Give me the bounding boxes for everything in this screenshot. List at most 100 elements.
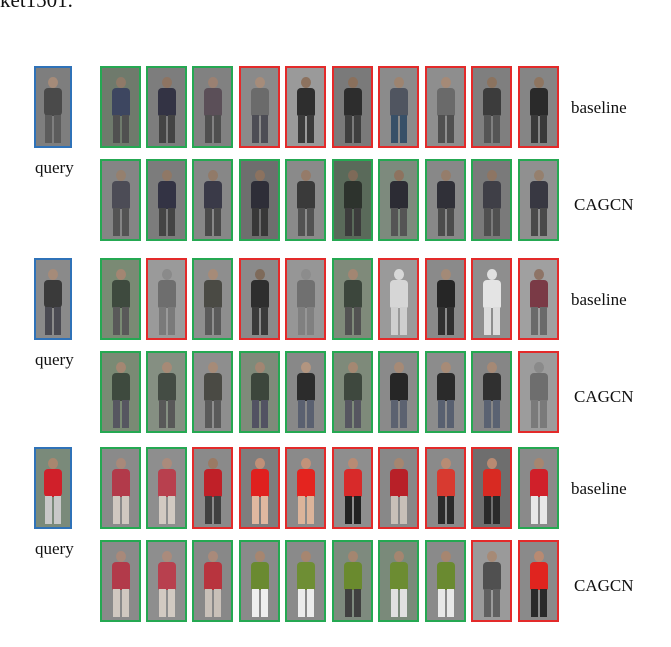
- person-head: [487, 77, 497, 88]
- person-leg2: [447, 589, 454, 617]
- person-leg1: [345, 307, 352, 335]
- person-leg2: [447, 400, 454, 428]
- person-leg1: [484, 496, 491, 524]
- person-leg2: [261, 208, 268, 236]
- person-leg2: [493, 400, 500, 428]
- person-torso: [158, 562, 176, 590]
- incorrect-match-thumbnail: [192, 447, 233, 529]
- person-leg2: [214, 496, 221, 524]
- person-torso: [344, 181, 362, 209]
- person-leg2: [122, 496, 129, 524]
- person-leg1: [484, 115, 491, 143]
- incorrect-match-thumbnail: [471, 66, 512, 148]
- person-torso: [251, 181, 269, 209]
- correct-match-thumbnail: [285, 159, 326, 241]
- person-head: [116, 170, 126, 181]
- person-head: [534, 77, 544, 88]
- person-head: [394, 362, 404, 373]
- person-torso: [112, 373, 130, 401]
- person-torso: [297, 280, 315, 308]
- query-image: [34, 258, 72, 340]
- person-head: [255, 77, 265, 88]
- person-torso: [112, 280, 130, 308]
- person-leg1: [391, 115, 398, 143]
- correct-match-thumbnail: [425, 540, 466, 622]
- person-leg1: [298, 400, 305, 428]
- person-leg2: [168, 115, 175, 143]
- person-head: [441, 362, 451, 373]
- query-person-head: [48, 269, 58, 280]
- correct-match-thumbnail: [378, 540, 419, 622]
- person-leg2: [168, 208, 175, 236]
- person-head: [162, 269, 172, 280]
- person-leg2: [540, 208, 547, 236]
- person-torso: [390, 373, 408, 401]
- correct-match-thumbnail: [425, 351, 466, 433]
- incorrect-match-thumbnail: [425, 66, 466, 148]
- person-leg1: [345, 400, 352, 428]
- person-head: [116, 269, 126, 280]
- person-torso: [437, 469, 455, 497]
- incorrect-match-thumbnail: [471, 447, 512, 529]
- person-torso: [483, 280, 501, 308]
- person-leg1: [113, 115, 120, 143]
- person-torso: [251, 373, 269, 401]
- person-leg1: [345, 208, 352, 236]
- person-leg1: [252, 400, 259, 428]
- baseline-row-label: baseline: [571, 290, 627, 309]
- person-head: [208, 77, 218, 88]
- person-head: [255, 170, 265, 181]
- person-torso: [344, 562, 362, 590]
- incorrect-match-thumbnail: [378, 66, 419, 148]
- person-torso: [390, 280, 408, 308]
- person-leg1: [159, 589, 166, 617]
- person-leg1: [298, 307, 305, 335]
- query-person-leg1: [45, 115, 52, 143]
- person-leg1: [298, 208, 305, 236]
- person-leg2: [400, 400, 407, 428]
- correct-match-thumbnail: [332, 351, 373, 433]
- person-leg1: [438, 400, 445, 428]
- person-leg1: [298, 496, 305, 524]
- person-torso: [390, 562, 408, 590]
- person-head: [301, 362, 311, 373]
- person-head: [394, 458, 404, 469]
- person-head: [162, 362, 172, 373]
- person-leg2: [540, 496, 547, 524]
- query-person-head: [48, 458, 58, 469]
- person-head: [394, 269, 404, 280]
- person-leg2: [354, 115, 361, 143]
- person-torso: [437, 373, 455, 401]
- person-leg1: [205, 115, 212, 143]
- person-leg1: [205, 208, 212, 236]
- person-leg2: [447, 496, 454, 524]
- person-torso: [251, 280, 269, 308]
- person-head: [534, 269, 544, 280]
- query-person-leg2: [54, 115, 61, 143]
- query-person-torso: [44, 280, 62, 308]
- person-torso: [112, 88, 130, 116]
- person-head: [208, 458, 218, 469]
- person-torso: [437, 181, 455, 209]
- person-leg1: [438, 115, 445, 143]
- person-torso: [344, 88, 362, 116]
- correct-match-thumbnail: [425, 159, 466, 241]
- person-leg2: [168, 496, 175, 524]
- person-leg2: [261, 307, 268, 335]
- person-head: [301, 551, 311, 562]
- correct-match-thumbnail: [332, 159, 373, 241]
- person-head: [534, 551, 544, 562]
- person-leg2: [400, 496, 407, 524]
- person-leg2: [493, 589, 500, 617]
- person-leg1: [345, 589, 352, 617]
- caption-fragment: ket1501.: [0, 0, 73, 12]
- person-torso: [204, 280, 222, 308]
- person-leg2: [540, 115, 547, 143]
- correct-match-thumbnail: [192, 159, 233, 241]
- person-torso: [158, 88, 176, 116]
- person-leg2: [307, 589, 314, 617]
- correct-match-thumbnail: [146, 540, 187, 622]
- correct-match-thumbnail: [146, 447, 187, 529]
- correct-match-thumbnail: [285, 351, 326, 433]
- person-head: [255, 458, 265, 469]
